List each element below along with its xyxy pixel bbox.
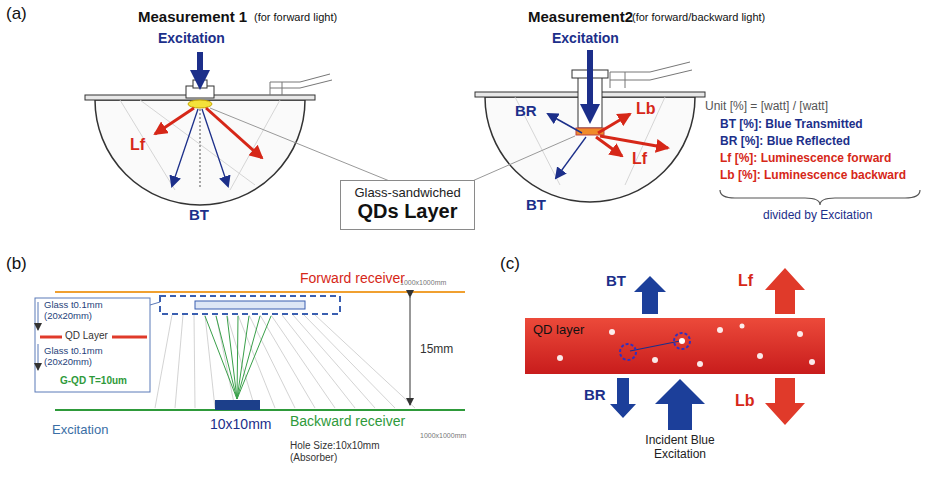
beam-label: Incident Blue Excitation [625, 434, 735, 462]
receiver-label: Forward receiver [300, 270, 405, 286]
heading: Measurement2 [528, 8, 633, 25]
light-label: Lb [636, 100, 656, 118]
definition-note: divided by Excitation [763, 209, 872, 223]
beam-label: Excitation [158, 30, 225, 46]
receiver-label: Backward receiver [290, 413, 405, 429]
beam-label: Excitation [552, 30, 619, 46]
node-text: QD layer [525, 318, 825, 341]
light-label: Lf [632, 150, 647, 168]
definition: BR [%]: Blue Reflected [720, 135, 850, 149]
qd-layer-band: QD layer [525, 318, 825, 374]
node-text: Glass-sandwiched [353, 185, 462, 200]
dimension: 15mm [418, 343, 455, 357]
definition: Lf [%]: Luminescence forward [720, 152, 891, 166]
light-label: BR [515, 102, 537, 119]
subheading: (for forward light) [254, 11, 337, 24]
light-label: Lb [735, 392, 755, 410]
light-label: Lf [130, 136, 145, 154]
callout-box: Glass-sandwichedQDs Layer [340, 180, 475, 230]
simulation-setup [35, 292, 465, 410]
part-label: QD Layer [65, 330, 108, 342]
definition: Lb [%]: Luminescence backward [720, 169, 906, 183]
light-label: BT [526, 196, 546, 213]
node-heading: QDs Layer [353, 200, 462, 223]
dimension: 10x10mm [210, 416, 271, 432]
panel-letter: (c) [500, 254, 520, 274]
bracket [720, 190, 920, 205]
light-label: BR [584, 386, 606, 403]
dimension: G-QD T=10um [60, 375, 127, 387]
heading: Measurement 1 [138, 8, 247, 25]
panel-letter: (a) [6, 4, 27, 24]
dimension: 1000x1000mm [420, 432, 466, 440]
beam-label: Excitation [52, 423, 108, 438]
light-label: BT [606, 272, 626, 289]
dimension: 1000x1000mm [400, 279, 446, 287]
integrating-hemisphere [85, 52, 332, 205]
leader-line [210, 108, 575, 182]
light-label: Lf [738, 272, 753, 290]
unit-note: Unit [%] = [watt] / [watt] [705, 100, 828, 114]
definition: BT [%]: Blue Transmitted [720, 118, 863, 132]
part-label: Hole Size:10x10mm (Absorber) [290, 440, 400, 463]
part-label: Glass t0.1mm (20x20mm) [44, 346, 114, 368]
part-label: Glass t0.1mm (20x20mm) [44, 300, 114, 322]
light-label: BT [189, 206, 209, 223]
subheading: (for forward/backward light) [632, 11, 765, 24]
integrating-hemisphere [475, 50, 705, 202]
qd-layer-diagram [525, 268, 825, 430]
panel-letter: (b) [6, 254, 27, 274]
